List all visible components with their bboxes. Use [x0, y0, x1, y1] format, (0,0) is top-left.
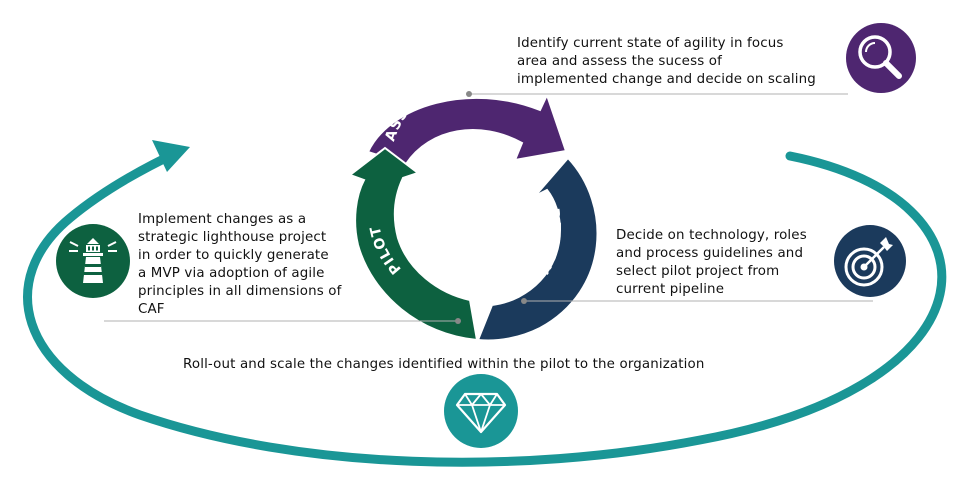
assess-description-line: area and assess the sucess of: [517, 54, 722, 69]
pilot-leader-dot: [455, 318, 461, 324]
pilot-description: Implement changes as a strategic lightho…: [138, 211, 342, 319]
pilot-description-line: in order to quickly generate: [138, 248, 329, 263]
pilot-description-line: strategic lighthouse project: [138, 230, 327, 245]
assess-description: Identify current state of agility in foc…: [517, 35, 816, 89]
design-description-line: current pipeline: [616, 282, 725, 297]
rollout-description: Roll-out and scale the changes identifie…: [183, 357, 705, 372]
design-description: Decide on technology, roles and process …: [616, 227, 807, 299]
cycle-arrow-pilot: [347, 146, 479, 342]
pilot-description-line: Implement changes as a: [138, 212, 307, 227]
rollout-ellipse-arrow: [23, 140, 947, 467]
design-description-line: Decide on technology, roles: [616, 228, 807, 243]
assess-description-line: Identify current state of agility in foc…: [517, 36, 784, 51]
ellipse-arrowhead: [152, 140, 190, 172]
pilot-description-line: a MVP via adoption of agile: [138, 266, 325, 281]
cycle-arrow-design: [476, 156, 599, 342]
pilot-description-line: principles in all dimensions of: [138, 284, 342, 299]
cycle-arrow-assess: [366, 92, 568, 166]
diamond-icon: [444, 374, 518, 448]
assess-description-line: implemented change and decide on scaling: [517, 72, 816, 87]
magnifier-icon: [846, 23, 916, 93]
leader-lines: [104, 93, 873, 322]
pilot-description-line: CAF: [138, 302, 165, 317]
design-description-line: and process guidelines and: [616, 246, 804, 261]
target-arrow-icon: [834, 225, 906, 297]
design-leader-dot: [521, 298, 527, 304]
assess-leader-dot: [466, 91, 472, 97]
lighthouse-icon: [56, 224, 130, 298]
design-description-line: select pilot project from: [616, 264, 780, 279]
